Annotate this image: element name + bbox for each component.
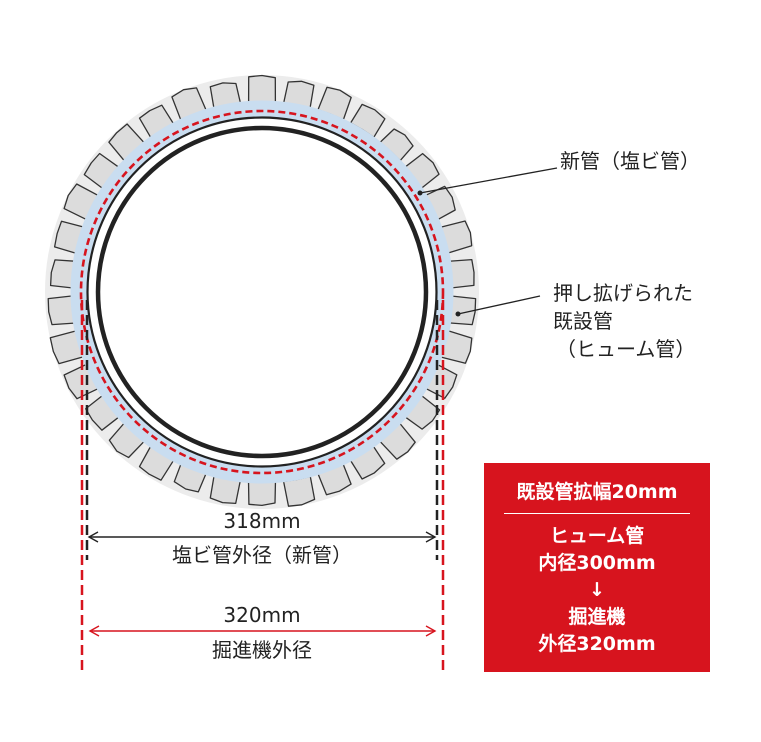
note-box-line: 掘進機 <box>568 606 626 628</box>
hume-pipe-stone-segment <box>247 479 277 507</box>
machine-outer-outline <box>79 109 445 475</box>
new-pipe-inner-edge <box>95 125 429 459</box>
note-box-line: ヒューム管 <box>549 525 645 547</box>
expanded-pipe-label-line2: 既設管 <box>553 309 613 333</box>
new-pipe-outer-edge <box>86 116 438 468</box>
machine-dimension-caption: 掘進機外径 <box>212 638 312 662</box>
new-pipe-pvc <box>70 100 454 484</box>
note-box-line: 外径320mm <box>538 633 656 655</box>
new-pipe-leader-dot <box>417 190 423 196</box>
expanded-pipe-leader-line <box>457 295 541 315</box>
pvc-dimension-value: 318mm <box>223 509 300 533</box>
pvc-dimension-caption: 塩ビ管外径（新管） <box>172 543 352 567</box>
expanded-pipe-leader-dot <box>455 311 461 317</box>
expanded-pipe-label-line1: 押し拡げられた <box>553 281 693 305</box>
note-box-line: 内径300mm <box>538 552 656 574</box>
new-pipe-leader-line <box>419 167 558 194</box>
widening-note-box: 既設管拡幅20mm ヒューム管 内径300mm ↓ 掘進機 外径320mm <box>484 463 710 672</box>
note-box-divider <box>504 513 690 514</box>
note-box-title: 既設管拡幅20mm <box>516 481 678 503</box>
machine-dimension-value: 320mm <box>223 603 300 627</box>
hume-pipe-stone-segment <box>47 295 75 326</box>
existing-hume-pipe-ring <box>45 74 479 509</box>
new-pipe-label: 新管（塩ビ管） <box>560 149 700 173</box>
note-box-arrow: ↓ <box>589 579 605 601</box>
expanded-pipe-label-line3: （ヒューム管） <box>556 337 695 361</box>
